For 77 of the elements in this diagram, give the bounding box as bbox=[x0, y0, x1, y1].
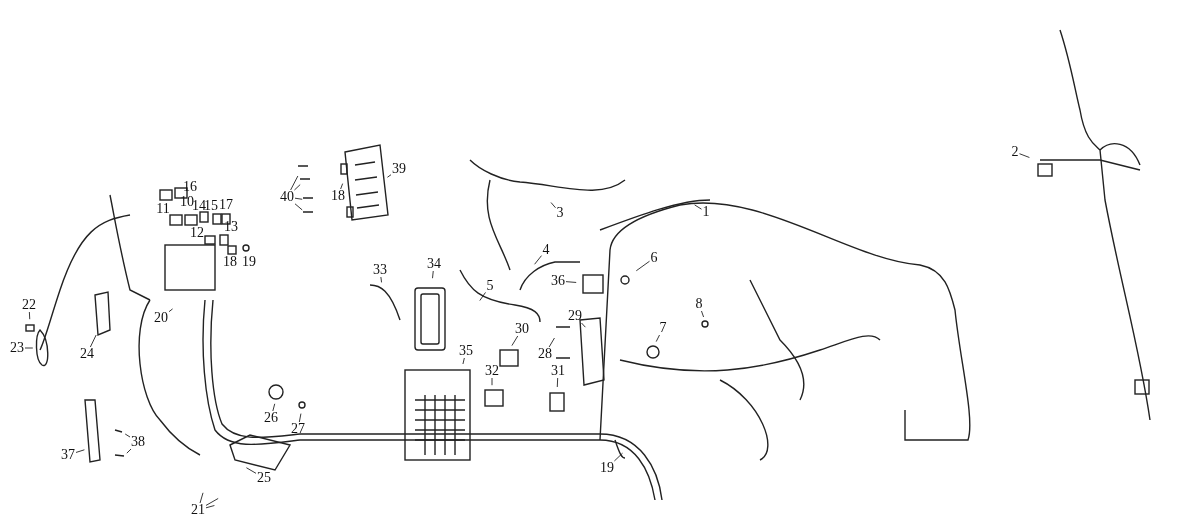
leader-line bbox=[556, 377, 559, 388]
callout-number: 37 bbox=[60, 448, 76, 462]
leader-line bbox=[126, 448, 132, 454]
callout-number: 32 bbox=[484, 364, 500, 378]
leader-line bbox=[548, 337, 555, 348]
callout-number: 2 bbox=[1010, 145, 1020, 159]
leader-line bbox=[655, 334, 660, 343]
callout-number: 28 bbox=[537, 347, 553, 361]
callout-number: 19 bbox=[599, 461, 615, 475]
leader-line bbox=[168, 308, 174, 313]
leader-line bbox=[205, 498, 219, 506]
callout-number: 11 bbox=[155, 202, 171, 216]
callout-number: 5 bbox=[485, 279, 495, 293]
callout-number: 29 bbox=[567, 309, 583, 323]
callout-number: 17 bbox=[218, 198, 234, 212]
callout-number: 4 bbox=[541, 243, 551, 257]
callout-number: 1 bbox=[701, 205, 711, 219]
callout-number: 10 bbox=[179, 195, 194, 209]
leader-line bbox=[479, 292, 486, 301]
leader-line bbox=[550, 202, 556, 209]
callout-number: 23 bbox=[9, 341, 25, 355]
callout-number: 21 bbox=[190, 503, 206, 517]
leader-line bbox=[28, 311, 31, 320]
leader-line bbox=[24, 347, 34, 349]
callout-number: 8 bbox=[694, 297, 704, 311]
leader-line bbox=[294, 184, 301, 191]
leader-line bbox=[386, 174, 392, 178]
leader-line bbox=[205, 505, 215, 509]
leader-line bbox=[694, 204, 702, 210]
callout-number: 38 bbox=[130, 435, 146, 449]
callout-number: 22 bbox=[21, 298, 37, 312]
leader-line bbox=[75, 449, 85, 453]
callout-number: 18 bbox=[330, 189, 346, 203]
callout-number: 12 bbox=[189, 226, 205, 240]
callout-number: 36 bbox=[550, 274, 566, 288]
callout-number: 33 bbox=[372, 263, 388, 277]
leader-line bbox=[1019, 153, 1030, 158]
leader-line bbox=[613, 452, 623, 462]
leader-line bbox=[124, 433, 131, 438]
callout-number: 34 bbox=[426, 257, 442, 271]
callout-number: 40 bbox=[279, 190, 295, 204]
callout-number: 24 bbox=[79, 347, 95, 361]
leader-line bbox=[298, 413, 302, 423]
leader-line bbox=[340, 183, 344, 190]
leader-line bbox=[462, 357, 465, 365]
callout-number: 27 bbox=[290, 422, 306, 436]
leader-line bbox=[380, 276, 382, 283]
callout-number: 31 bbox=[550, 364, 566, 378]
leader-line bbox=[290, 175, 299, 191]
callout-number: 3 bbox=[555, 206, 565, 220]
callout-number: 26 bbox=[263, 411, 279, 425]
callout-number: 6 bbox=[649, 251, 659, 265]
leader-line bbox=[199, 492, 204, 504]
callout-number: 30 bbox=[514, 322, 530, 336]
leader-line bbox=[294, 203, 303, 211]
leader-line bbox=[491, 377, 493, 386]
leader-line bbox=[294, 197, 303, 200]
leader-line bbox=[565, 281, 577, 283]
leader-line bbox=[432, 270, 434, 279]
callout-number: 13 bbox=[223, 220, 239, 234]
leader-line bbox=[511, 335, 519, 347]
callout-number: 18 bbox=[222, 255, 238, 269]
callout-number: 15 bbox=[204, 199, 219, 213]
leader-line bbox=[534, 255, 542, 265]
callout-number: 19 bbox=[241, 255, 257, 269]
leader-line bbox=[701, 310, 705, 318]
callout-number: 35 bbox=[458, 344, 474, 358]
leader-line bbox=[272, 403, 276, 412]
leader-line bbox=[89, 334, 97, 348]
leader-line bbox=[581, 322, 586, 328]
callout-number: 16 bbox=[182, 180, 198, 194]
callout-number: 7 bbox=[658, 321, 668, 335]
callout-number: 20 bbox=[153, 311, 169, 325]
leader-line bbox=[635, 260, 650, 272]
callout-number: 25 bbox=[256, 471, 272, 485]
leader-line bbox=[245, 467, 257, 474]
callout-number: 39 bbox=[391, 162, 407, 176]
